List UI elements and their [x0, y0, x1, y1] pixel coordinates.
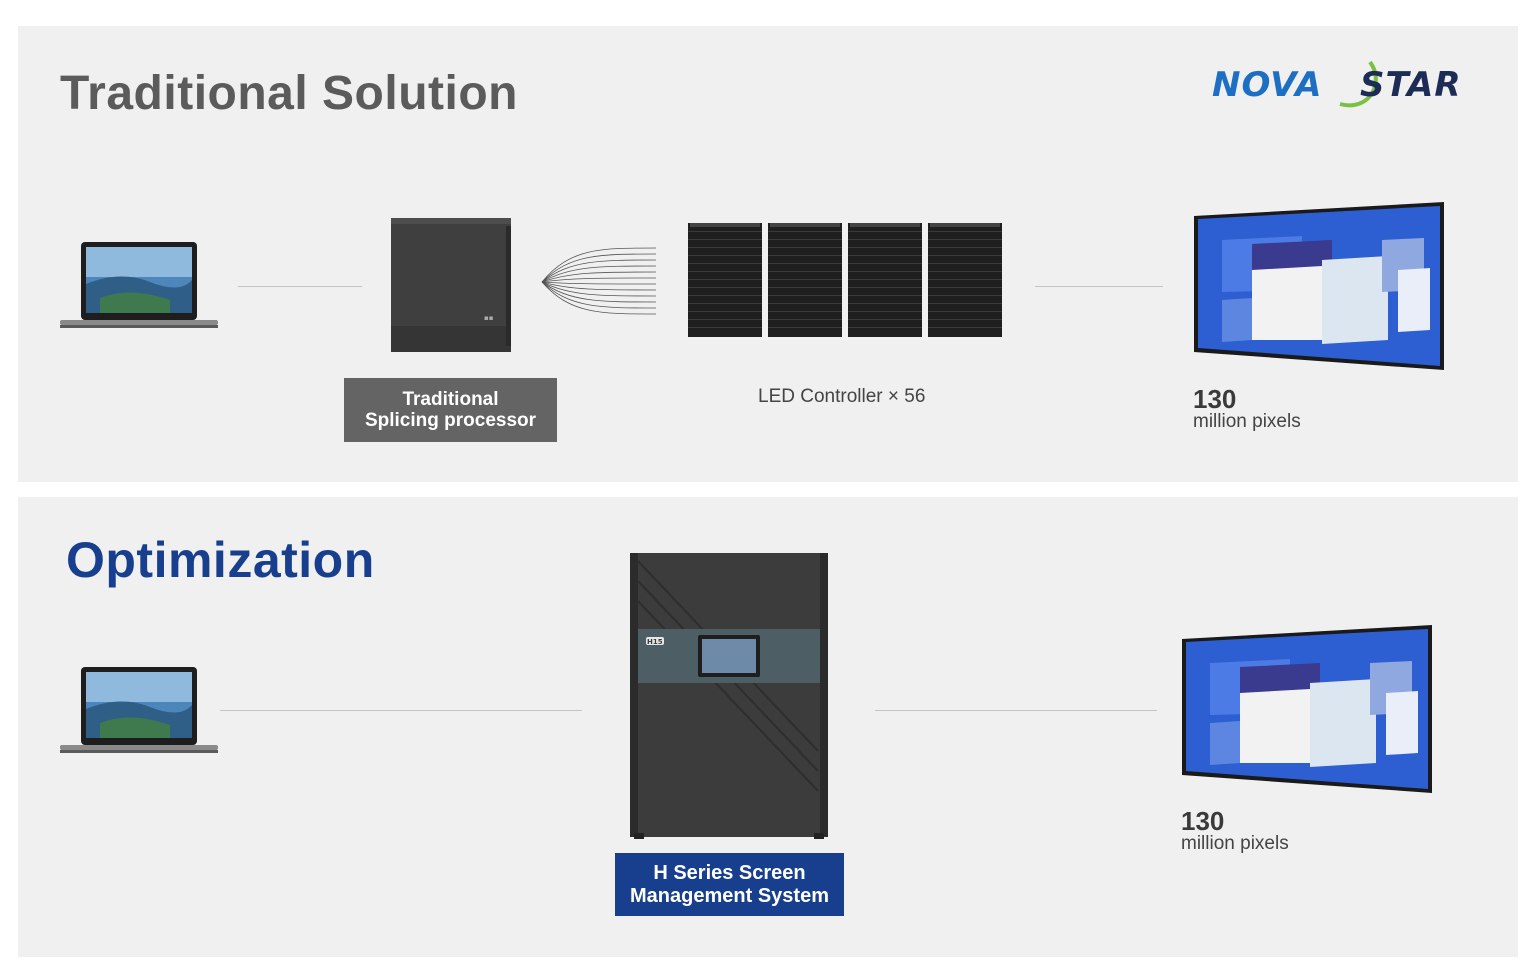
h-series-label: H Series Screen Management System	[615, 853, 844, 916]
h-series-device: H15	[630, 553, 828, 839]
optimization-panel: Optimization H15	[18, 497, 1518, 957]
connector-line	[220, 710, 582, 711]
pixels-unit: million pixels	[1181, 833, 1289, 854]
cable-bundle	[541, 247, 657, 315]
device-badge: H15	[647, 638, 663, 646]
connector-line	[875, 710, 1157, 711]
pixels-value: 130	[1181, 806, 1225, 836]
connector-line	[1035, 286, 1163, 287]
processor-label-line1: Traditional	[402, 389, 499, 410]
novastar-logo: NOVA STAR	[1210, 52, 1500, 117]
svg-text:▪▪: ▪▪	[484, 314, 494, 322]
splicing-processor-label: Traditional Splicing processor	[344, 378, 557, 442]
traditional-solution-panel: Traditional Solution ▪▪	[18, 26, 1518, 482]
laptop-icon	[60, 667, 218, 753]
led-wall-display	[1194, 202, 1444, 370]
connector-line	[238, 286, 362, 287]
optimization-title: Optimization	[66, 532, 375, 588]
processor-label-line2: Splicing processor	[364, 410, 537, 431]
led-controller-stacks	[688, 223, 1002, 337]
device-label-line2: Management System	[630, 884, 829, 907]
logo-star-text: STAR	[1360, 65, 1462, 105]
pixels-unit: million pixels	[1193, 411, 1301, 432]
novastar-logo-mark: NOVA STAR	[1212, 60, 1462, 108]
logo-nova-text: NOVA	[1212, 65, 1322, 105]
led-wall-display	[1182, 625, 1432, 793]
laptop-icon	[60, 242, 218, 328]
device-label-line1: H Series Screen	[653, 861, 806, 884]
led-controller-caption: LED Controller × 56	[758, 386, 926, 407]
pixels-value: 130	[1193, 384, 1237, 414]
splicing-processor-device: ▪▪	[391, 218, 511, 352]
traditional-title: Traditional Solution	[60, 67, 518, 120]
